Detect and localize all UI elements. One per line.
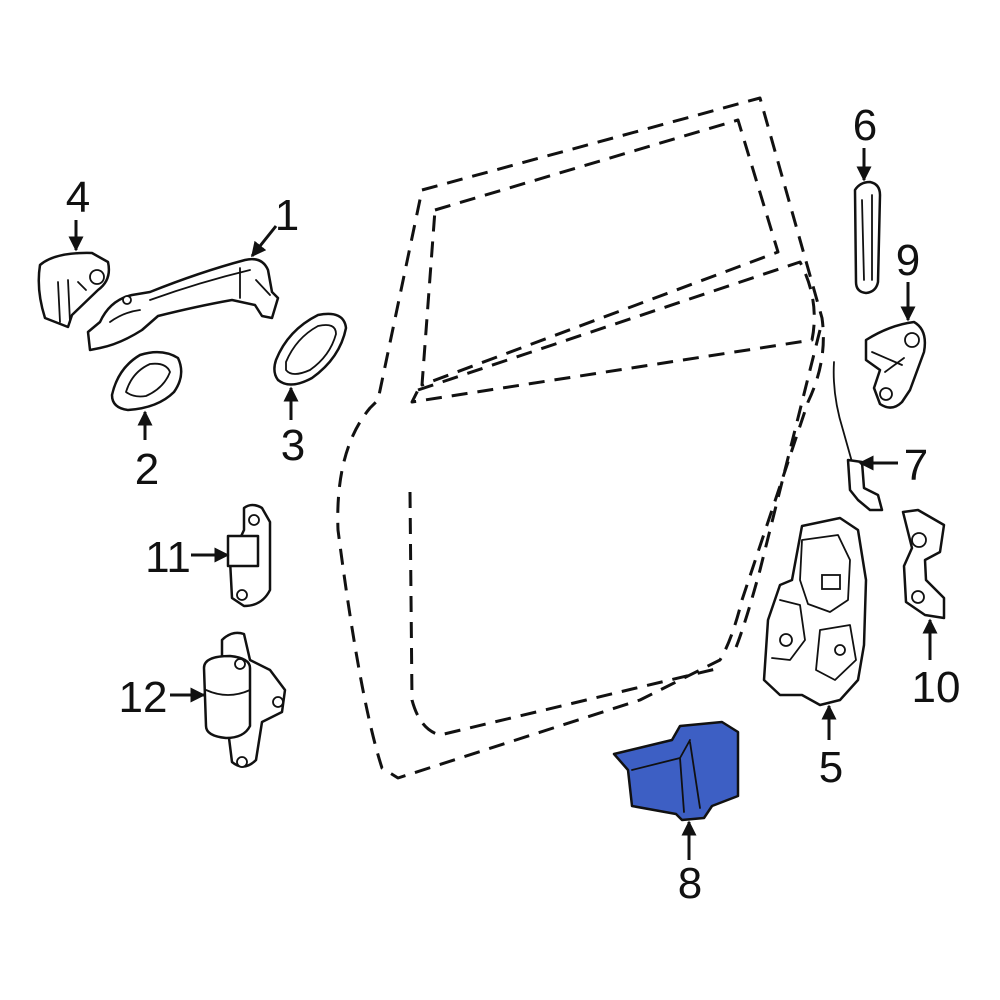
leader-lines <box>68 148 938 860</box>
callout-labels: 4 1 2 3 6 9 7 10 5 8 11 12 <box>66 101 961 908</box>
callout-2: 2 <box>135 445 159 494</box>
callout-11: 11 <box>145 533 191 582</box>
part-12-lower-hinge <box>202 631 287 768</box>
callout-3: 3 <box>281 421 305 470</box>
part-1-outside-handle <box>86 257 280 352</box>
callout-1: 1 <box>275 191 299 240</box>
part-5-lock-actuator <box>762 516 868 707</box>
callout-7: 7 <box>904 441 928 490</box>
part-7-rod <box>832 361 884 512</box>
part-8-shield <box>612 720 740 822</box>
part-2-handle-pad <box>110 350 183 412</box>
part-10-shim <box>901 508 946 620</box>
part-4-handle-cap <box>37 251 111 329</box>
part-6-cover <box>853 180 882 295</box>
part-3-gasket <box>273 312 348 386</box>
door-outline <box>336 96 825 780</box>
callout-5: 5 <box>819 743 843 792</box>
callout-8: 8 <box>678 859 702 908</box>
callout-9: 9 <box>896 236 920 285</box>
callout-10: 10 <box>912 663 961 712</box>
callout-4: 4 <box>66 173 90 222</box>
callout-12: 12 <box>119 673 168 722</box>
part-9-striker <box>864 320 927 409</box>
callout-6: 6 <box>853 101 877 150</box>
part-11-upper-hinge <box>226 503 272 608</box>
